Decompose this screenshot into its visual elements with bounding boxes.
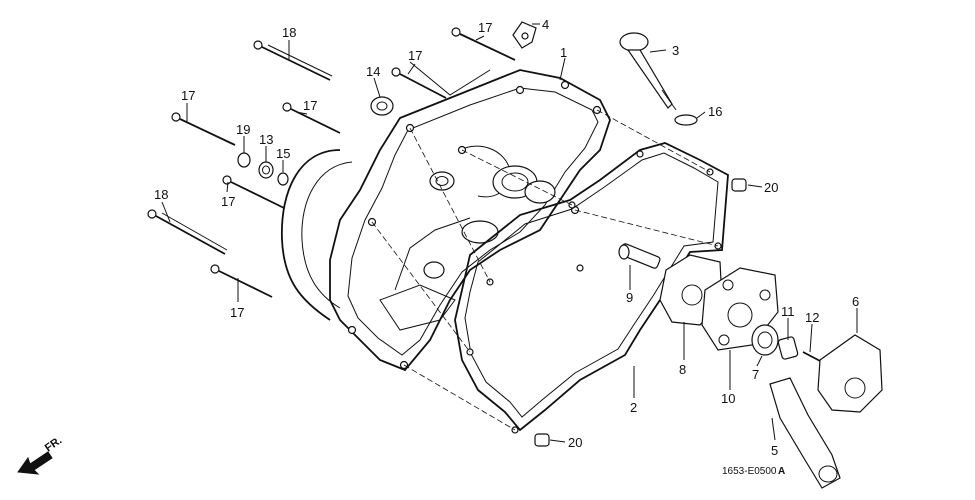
callout-20-b: 20 bbox=[568, 435, 582, 450]
callout-19: 19 bbox=[236, 122, 250, 137]
bolt-18-top bbox=[253, 40, 333, 81]
callout-15: 15 bbox=[276, 146, 290, 161]
callout-6: 6 bbox=[852, 294, 859, 309]
bolt-17-c bbox=[222, 175, 285, 209]
callout-12: 12 bbox=[805, 310, 819, 325]
front-label: FR. bbox=[43, 434, 64, 454]
kickstarter-assembly bbox=[618, 243, 883, 489]
callouts: 1 2 3 4 5 6 7 8 9 10 11 12 13 14 15 16 1… bbox=[154, 17, 859, 458]
callout-9: 9 bbox=[626, 290, 633, 305]
front-arrow-icon bbox=[17, 451, 53, 475]
bolt-17-f bbox=[451, 27, 516, 61]
callout-18-b: 18 bbox=[154, 187, 168, 202]
callout-2: 2 bbox=[630, 400, 637, 415]
bolt-17-e bbox=[391, 67, 447, 99]
callout-17-d: 17 bbox=[230, 305, 244, 320]
drawing-code-revision: A bbox=[778, 466, 785, 477]
callout-7: 7 bbox=[752, 367, 759, 382]
bolt-18-left bbox=[147, 209, 228, 255]
callout-17-b: 17 bbox=[303, 98, 317, 113]
alignment-lines bbox=[371, 109, 719, 431]
callout-1: 1 bbox=[560, 45, 567, 60]
callout-13: 13 bbox=[259, 132, 273, 147]
callout-11: 11 bbox=[781, 304, 795, 319]
leader-lines bbox=[161, 23, 858, 443]
callout-17-a: 17 bbox=[181, 88, 195, 103]
crankcase-cover bbox=[281, 69, 611, 372]
callout-3: 3 bbox=[672, 43, 679, 58]
callout-17-e: 17 bbox=[408, 48, 422, 63]
callout-10: 10 bbox=[721, 391, 735, 406]
callout-14: 14 bbox=[366, 64, 380, 79]
front-direction-indicator: FR. bbox=[17, 434, 64, 475]
callout-16: 16 bbox=[708, 104, 722, 119]
callout-17-f: 17 bbox=[478, 20, 492, 35]
callout-20-a: 20 bbox=[764, 180, 778, 195]
callout-17-c: 17 bbox=[221, 194, 235, 209]
callout-5: 5 bbox=[771, 443, 778, 458]
drawing-code: 1653-E0500 A bbox=[722, 466, 785, 477]
bolt-17-d bbox=[210, 264, 273, 298]
small-parts bbox=[237, 21, 747, 447]
drawing-code-number: 1653-E0500 bbox=[722, 466, 777, 477]
bolts bbox=[147, 27, 516, 298]
callout-4: 4 bbox=[542, 17, 549, 32]
callout-8: 8 bbox=[679, 362, 686, 377]
bolt-17-a bbox=[171, 112, 236, 146]
callout-18-a: 18 bbox=[282, 25, 296, 40]
